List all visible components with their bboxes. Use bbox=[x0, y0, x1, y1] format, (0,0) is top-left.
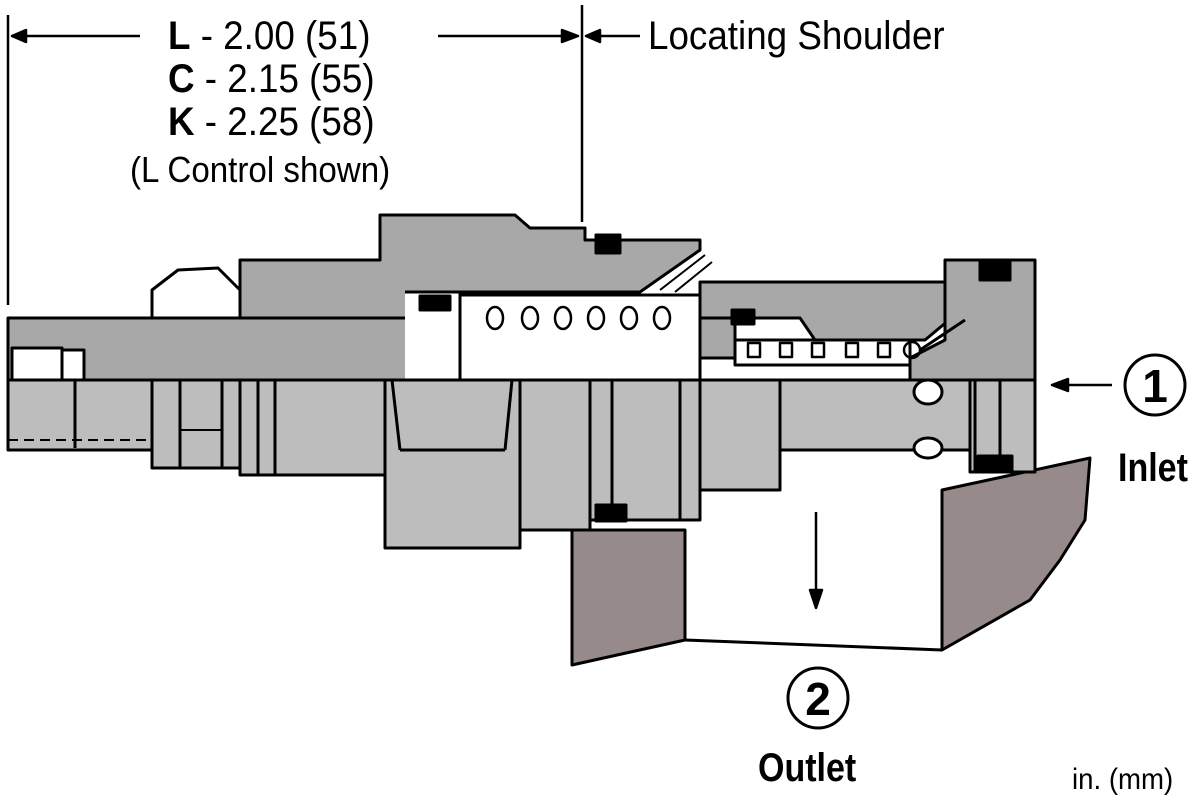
dimension-code: K bbox=[168, 100, 195, 144]
o-ring-seals bbox=[418, 233, 1014, 523]
sleeve-section bbox=[405, 254, 1037, 382]
inlet-port-number: 1 bbox=[1142, 360, 1168, 412]
dimension-value: - 2.00 (51) bbox=[190, 14, 371, 58]
units-label: in. (mm) bbox=[1072, 763, 1174, 796]
dimension-code: C bbox=[168, 57, 195, 101]
outlet-label: Outlet bbox=[758, 746, 857, 790]
dimension-l: L - 2.00 (51) bbox=[168, 16, 370, 56]
control-note: (L Control shown) bbox=[130, 149, 391, 190]
dimension-lines bbox=[6, 5, 640, 305]
outlet-port-circle bbox=[786, 666, 850, 730]
dimension-value: - 2.15 (55) bbox=[194, 57, 375, 101]
valve-housing bbox=[238, 213, 702, 550]
outlet-port-number: 2 bbox=[805, 673, 831, 725]
dimension-value: - 2.25 (58) bbox=[194, 100, 375, 144]
inlet-port-circle bbox=[1123, 353, 1187, 417]
dimension-code: L bbox=[168, 14, 191, 58]
jam-nut bbox=[150, 266, 242, 470]
flow-arrows bbox=[808, 377, 1112, 610]
dimension-c: C - 2.15 (55) bbox=[168, 59, 375, 99]
manifold-block bbox=[570, 456, 1092, 667]
locating-shoulder-label: Locating Shoulder bbox=[648, 14, 945, 58]
flow-holes bbox=[485, 305, 922, 360]
dimension-k: K - 2.25 (58) bbox=[168, 102, 375, 142]
inlet-label: Inlet bbox=[1118, 446, 1188, 490]
